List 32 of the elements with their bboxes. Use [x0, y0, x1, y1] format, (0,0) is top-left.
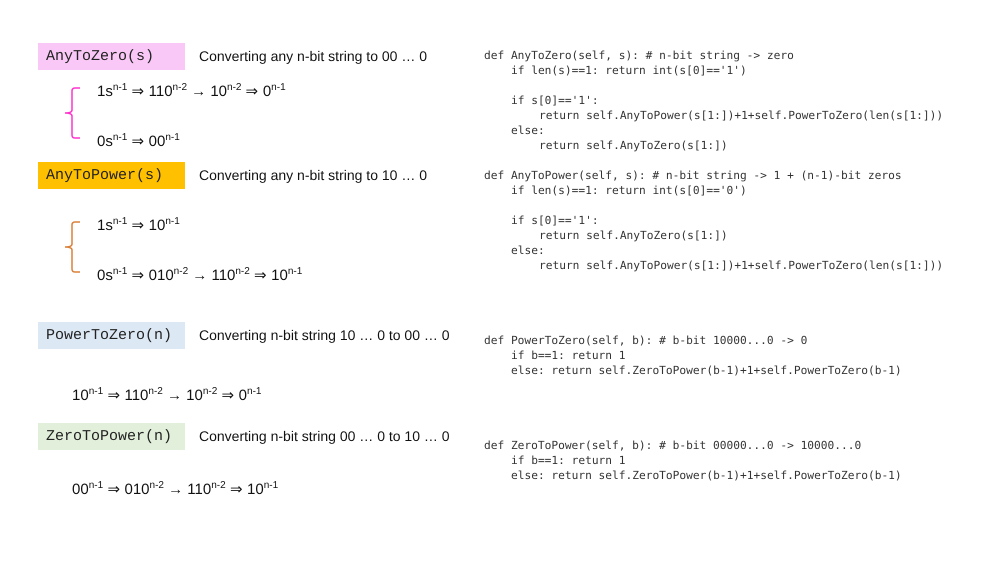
code-line: else:	[511, 124, 545, 138]
code-line: if s[0]=='1':	[511, 214, 599, 228]
formula-text: 10$^{n-1}$ ⇒ 110$^{n-2}$ → 10$^{n-2}$ ⇒ 0$^{n-1}$	[72, 385, 262, 405]
description-text: Converting n-bit string 00 … 0 to 10 … 0	[199, 428, 450, 444]
code-line: return self.AnyToZero(s[1:])	[539, 139, 728, 153]
code-line: if b==1: return 1	[511, 349, 626, 363]
code-line: if len(s)==1: return int(s[0]=='0')	[511, 184, 747, 198]
code-line: def AnyToZero(self, s): # n-bit string -> zero	[484, 49, 794, 63]
function-name-label: PowerToZero(n)	[38, 322, 185, 349]
code-line: if b==1: return 1	[511, 454, 626, 468]
code-line: return self.AnyToZero(s[1:])	[539, 229, 728, 243]
code-line: def ZeroToPower(self, b): # b-bit 00000...0 -> 10000...0	[484, 439, 862, 453]
description-text: Converting n-bit string 10 … 0 to 00 … 0	[199, 327, 450, 343]
code-line: return self.AnyToPower(s[1:])+1+self.PowerToZero(len(s[1:]))	[539, 259, 944, 273]
formula-text: 1s$^{n-1}$ ⇒ 110$^{n-2}$ → 10$^{n-2}$ ⇒ 0$^{n-1}$	[97, 81, 286, 101]
formula-text: 1s$^{n-1}$ ⇒ 10$^{n-1}$	[97, 215, 180, 235]
description-text: Converting any n-bit string to 00 … 0	[199, 48, 428, 64]
function-name-label: AnyToZero(s)	[38, 43, 185, 70]
code-line: else: return self.ZeroToPower(b-1)+1+self.PowerToZero(b-1)	[511, 469, 902, 483]
description-text: Converting any n-bit string to 10 … 0	[199, 167, 428, 183]
code-line: def AnyToPower(self, s): # n-bit string -> 1 + (n-1)-bit zeros	[484, 169, 902, 183]
formula-text: 0s$^{n-1}$ ⇒ 00$^{n-1}$	[97, 131, 180, 151]
formula-text: 0s$^{n-1}$ ⇒ 010$^{n-2}$ → 110$^{n-2}$ ⇒ 10$^{n-1}$	[97, 265, 302, 285]
code-line: else:	[511, 244, 545, 258]
code-line: if len(s)==1: return int(s[0]=='1')	[511, 64, 747, 78]
code-line: return self.AnyToPower(s[1:])+1+self.PowerToZero(len(s[1:]))	[539, 109, 944, 123]
function-name-label: ZeroToPower(n)	[38, 423, 185, 450]
formula-text: 00$^{n-1}$ ⇒ 010$^{n-2}$ → 110$^{n-2}$ ⇒ 10$^{n-1}$	[72, 479, 278, 499]
code-line: if s[0]=='1':	[511, 94, 599, 108]
code-line: def PowerToZero(self, b): # b-bit 10000...0 -> 0	[484, 334, 808, 348]
function-name-label: AnyToPower(s)	[38, 162, 185, 189]
code-line: else: return self.ZeroToPower(b-1)+1+self.PowerToZero(b-1)	[511, 364, 902, 378]
